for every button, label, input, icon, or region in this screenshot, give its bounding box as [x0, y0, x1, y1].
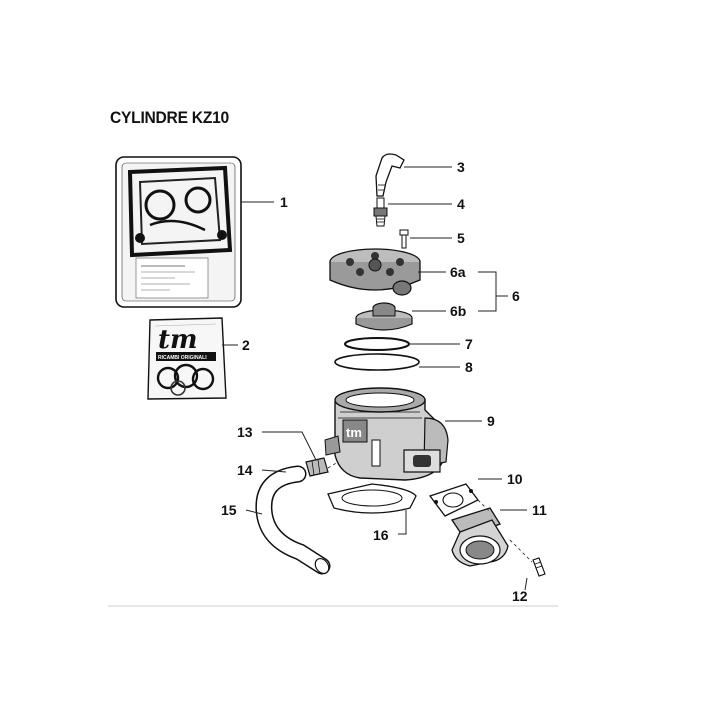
part-13-water-fitting	[305, 457, 329, 477]
callout-5: 5	[457, 230, 465, 246]
callout-15: 15	[221, 502, 237, 518]
callout-4: 4	[457, 196, 465, 212]
callout-11: 11	[532, 502, 547, 518]
callout-2: 2	[242, 337, 250, 353]
callout-7: 7	[465, 336, 473, 352]
svg-text:tm: tm	[346, 425, 362, 440]
callout-6: 6	[512, 288, 520, 304]
callout-10: 10	[507, 471, 523, 487]
part-5-bolt	[399, 229, 409, 249]
callout-6b: 6b	[450, 303, 466, 319]
part-3-spark-plug-cap	[375, 153, 405, 197]
part-11-exhaust-flange	[450, 507, 509, 567]
diagram-title: CYLINDRE KZ10	[110, 108, 229, 127]
callout-9: 9	[487, 413, 495, 429]
tm-caption: RICAMBI ORIGINALI	[158, 355, 207, 361]
leader-lines	[222, 166, 528, 591]
part-6a-cylinder-head	[329, 248, 421, 296]
part-9-cylinder: tm	[324, 387, 449, 481]
part-7-o-ring	[344, 337, 410, 351]
part-8-o-ring	[334, 353, 420, 371]
part-4-spark-plug	[373, 197, 388, 227]
callout-13: 13	[237, 424, 253, 440]
tm-logo: tm	[158, 325, 198, 355]
callout-8: 8	[465, 359, 473, 375]
part-2-seal-bag: tm RICAMBI ORIGINALI	[147, 317, 227, 400]
callout-3: 3	[457, 159, 465, 175]
callout-12: 12	[512, 588, 528, 604]
part-16-base-gasket	[327, 483, 417, 514]
callout-1: 1	[280, 194, 288, 210]
part-10-exhaust-gasket	[428, 483, 479, 517]
part-6b-head-insert	[355, 302, 413, 331]
callout-14: 14	[237, 462, 253, 478]
part-1-gasket-kit	[115, 156, 242, 308]
part-12-stud	[532, 557, 546, 577]
callout-6a: 6a	[450, 264, 466, 280]
callout-16: 16	[373, 527, 389, 543]
part-15-water-hose	[255, 465, 331, 575]
